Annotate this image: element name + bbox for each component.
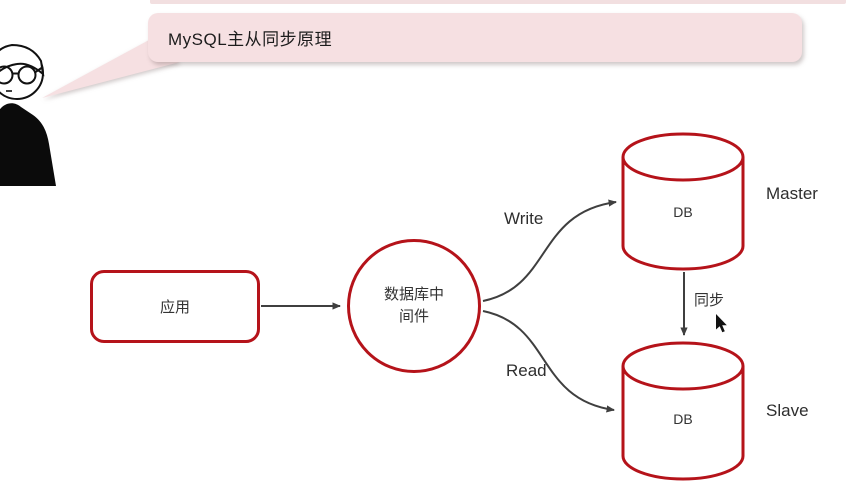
app-box: 应用 [90, 270, 260, 343]
glasses-right-lens-icon [17, 65, 37, 85]
write-label: Write [504, 209, 544, 228]
write-arrow [482, 199, 617, 302]
read-arrow [482, 310, 615, 413]
sync-label: 同步 [694, 292, 725, 309]
master-db-label: DB [673, 204, 692, 220]
speech-bubble: MySQL主从同步原理 [148, 13, 802, 62]
master-role-label: Master [766, 184, 818, 203]
mouse-cursor-icon [716, 314, 727, 333]
cutoff-strip [150, 0, 846, 4]
middleware-label-line2: 间件 [398, 308, 429, 325]
glasses-left-lens-icon [0, 65, 14, 85]
middleware-label-line1: 数据库中 [383, 286, 444, 304]
slave-db-label: DB [673, 411, 692, 427]
slave-db-cylinder: DB [621, 341, 745, 481]
presenter-figure [0, 43, 56, 186]
read-label: Read [506, 361, 547, 380]
slide-title: MySQL主从同步原理 [168, 30, 333, 49]
middleware-circle: 数据库中 间件 [347, 239, 481, 373]
glasses-temple [34, 66, 44, 73]
presenter-body [0, 103, 56, 186]
slave-role-label: Slave [766, 401, 809, 420]
app-box-label: 应用 [159, 299, 190, 316]
speech-bubble-tail [42, 40, 180, 98]
master-db-cylinder: DB [621, 132, 745, 271]
